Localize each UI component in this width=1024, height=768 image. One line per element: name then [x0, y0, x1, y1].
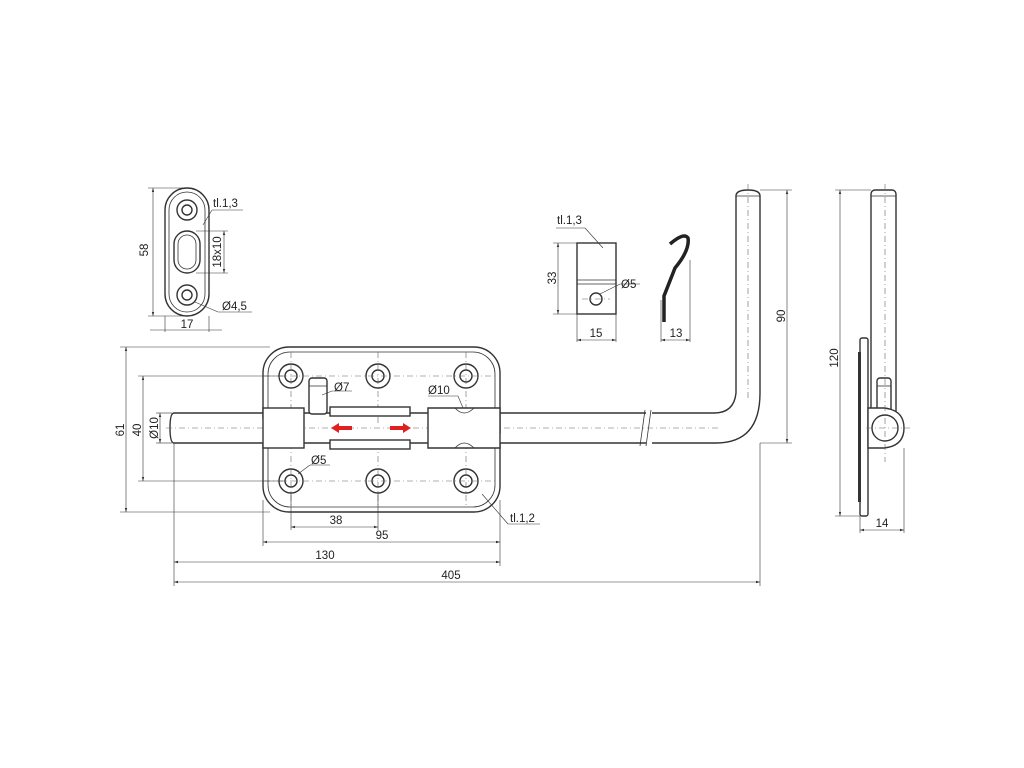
- bolt-length-label: 130: [315, 550, 334, 562]
- guide-bridge-bottom: [329, 439, 411, 450]
- handle-height-label: 90: [776, 310, 788, 323]
- side-depth-label: 14: [876, 518, 889, 530]
- left-guide: [262, 407, 305, 449]
- hole-spacing-horizontal-label: 38: [330, 515, 343, 527]
- strike-height-label: 58: [139, 244, 151, 257]
- plate-width-label: 95: [376, 530, 389, 542]
- keeper-view: tl.1,3 33 Ø5 15 13: [547, 215, 691, 342]
- plate-height-label: 61: [115, 424, 127, 437]
- strike-thickness-label: tl.1,3: [213, 198, 238, 210]
- side-height-label: 120: [829, 348, 841, 367]
- strike-hole-label: Ø4,5: [222, 301, 247, 313]
- guide-bridge-top: [329, 406, 411, 417]
- knob-diameter-label: Ø7: [334, 382, 349, 394]
- right-direction-arrow: [390, 423, 411, 433]
- bolt-knob: [308, 377, 328, 415]
- strike-plate-bevel: [168, 191, 206, 313]
- strike-plate-slot-inner: [177, 234, 197, 270]
- strike-slot-label: 18x10: [212, 236, 224, 267]
- right-guide-notch: [454, 407, 475, 449]
- strike-plate-upper-hole-inner: [181, 204, 193, 216]
- plate-thickness-label: tl.1,2: [510, 513, 535, 525]
- keeper-hook-width-label: 13: [670, 328, 683, 340]
- side-view: 120 14: [829, 184, 910, 533]
- bolt-diameter-right-label: Ø10: [428, 385, 450, 397]
- hole-spacing-vertical-label: 40: [132, 424, 144, 437]
- keeper-hole-label: Ø5: [621, 279, 636, 291]
- keeper-width-label: 15: [590, 328, 603, 340]
- left-direction-arrow: [331, 423, 352, 433]
- keeper-height-label: 33: [547, 272, 559, 285]
- strike-plate-lower-hole-inner: [181, 289, 193, 301]
- right-guide: [427, 407, 501, 449]
- screw-hole-label: Ø5: [311, 455, 326, 467]
- bolt-diameter-label: Ø10: [149, 417, 161, 439]
- total-length-label: 405: [441, 570, 460, 582]
- strike-plate-slot: [173, 230, 201, 274]
- side-plate: [859, 337, 869, 517]
- strike-width-label: 17: [181, 319, 194, 331]
- keeper-thickness-label: tl.1,3: [557, 215, 582, 227]
- main-view: Ø7 Ø10 Ø5 tl.1,2 61 40 Ø10 90: [115, 184, 792, 586]
- keeper-hook-profile: [662, 234, 690, 322]
- strike-plate-view: 58 17 tl.1,3 18x10 Ø4,5: [139, 187, 252, 332]
- side-plate-edge: [858, 352, 861, 502]
